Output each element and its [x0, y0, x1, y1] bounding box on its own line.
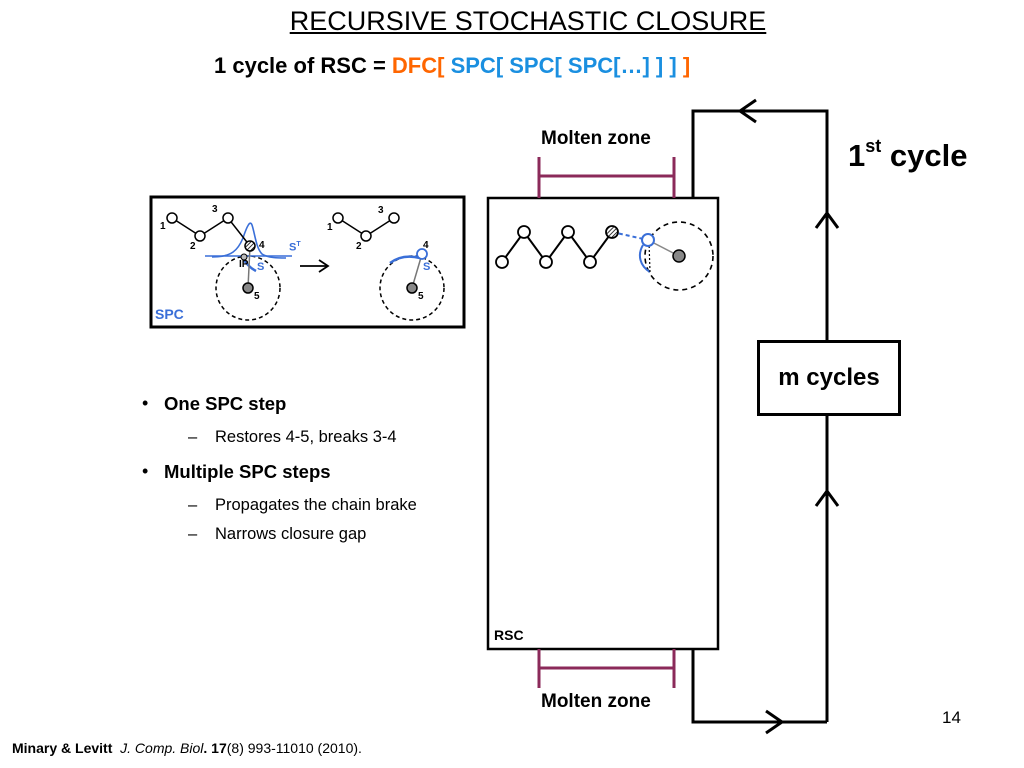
molten-zone-label-top: Molten zone	[541, 128, 651, 149]
atom-4-right	[416, 248, 428, 260]
rsc-panel-frame	[486, 196, 720, 651]
slide-title: RECURSIVE STOCHASTIC CLOSURE	[289, 6, 767, 36]
atom-3-left	[222, 212, 234, 224]
s-arc-right	[389, 255, 421, 265]
label-s-right: S	[423, 261, 431, 273]
citation-authors: Minary & Levitt	[12, 740, 113, 756]
arrowhead-left-top	[737, 98, 757, 124]
spc-panel-frame	[149, 195, 466, 329]
formula-prefix: 1 cycle of RSC =	[214, 53, 392, 78]
rsc-atom	[583, 255, 597, 269]
label-st: ST	[289, 241, 301, 254]
label-atom-5-left: 5	[254, 291, 260, 302]
page-number: 14	[942, 708, 961, 727]
formula-close: ]	[676, 53, 691, 78]
rsc-atom-grey	[672, 249, 686, 263]
citation-volume: 17	[211, 740, 227, 756]
sub-bullet-text: Propagates the chain brake	[215, 496, 417, 514]
sub-bullet-text: Narrows closure gap	[215, 525, 367, 543]
bond-4-5-left	[247, 245, 251, 289]
sub-bullet-dash: –	[188, 496, 198, 514]
formula-spc: SPC[ SPC[ SPC[…] ] ]	[444, 53, 677, 78]
atom-1-left	[166, 212, 178, 224]
bullet-dot: •	[142, 461, 149, 481]
citation-journal: J. Comp. Biol	[120, 740, 204, 756]
arrowhead-up-lower	[814, 488, 840, 507]
cycle-suffix: cycle	[881, 138, 968, 173]
rsc-atom	[495, 255, 509, 269]
rsc-chain	[495, 221, 714, 291]
molten-zone-label-bottom: Molten zone	[541, 691, 651, 712]
atom-1-right	[332, 212, 344, 224]
rsc-atom	[539, 255, 553, 269]
atom-4-left	[244, 240, 256, 252]
arrowhead-right-bottom	[765, 709, 785, 735]
bullet-dot: •	[142, 393, 149, 413]
label-ip: IP	[239, 259, 249, 270]
gaussian-curve	[211, 222, 287, 259]
sub-bullet-dash: –	[188, 525, 198, 543]
sub-bullet-dash: –	[188, 428, 198, 446]
arrowhead-up-upper	[814, 210, 840, 229]
spc-panel-label: SPC	[155, 306, 184, 322]
label-s-left: S	[257, 261, 265, 273]
label-atom-1-left: 1	[160, 221, 166, 232]
ip-atom	[240, 253, 248, 261]
rsc-atom-hatched	[605, 225, 619, 239]
bullet-text: Multiple SPC steps	[164, 461, 331, 482]
atom-5-right	[406, 282, 418, 294]
atom-3-right	[388, 212, 400, 224]
first-cycle-label: 1st cycle	[848, 136, 967, 174]
label-atom-4-right: 4	[423, 240, 429, 251]
sub-bullet-text: Restores 4-5, breaks 3-4	[215, 428, 397, 446]
label-atom-4-left: 4	[259, 240, 265, 251]
atom-2-right	[360, 230, 372, 242]
label-atom-3-right: 3	[378, 205, 384, 216]
label-st-sup: T	[296, 241, 301, 248]
label-atom-3-left: 3	[212, 204, 218, 215]
cycle-arrowheads	[737, 98, 840, 735]
rsc-blue-arc	[638, 244, 651, 273]
rsc-atom	[561, 225, 575, 239]
molten-zone-bracket-bottom	[537, 649, 676, 688]
m-cycles-label: m cycles	[778, 364, 880, 391]
formula-dfc: DFC[	[391, 53, 445, 78]
spc-right-illustration	[332, 212, 445, 321]
label-atom-2-right: 2	[356, 241, 362, 252]
rsc-dotted-line	[648, 241, 651, 273]
bond-4-5-right	[411, 253, 423, 289]
m-cycles-box: m cycles	[757, 340, 901, 416]
cycle-prefix: 1	[848, 138, 866, 173]
arrow-right	[300, 259, 330, 273]
chain-left	[171, 217, 251, 247]
label-atom-2-left: 2	[190, 241, 196, 252]
bullet-text: One SPC step	[164, 393, 287, 414]
label-atom-5-right: 5	[418, 291, 424, 302]
molten-zone-bracket-top	[537, 157, 676, 198]
label-st-s: S	[289, 241, 297, 254]
cycle-sup: st	[865, 136, 882, 156]
rsc-atom	[517, 225, 531, 239]
dashed-circle-rsc	[644, 221, 714, 291]
rsc-panel-label: RSC	[494, 627, 524, 643]
rsc-atom-blue	[641, 233, 655, 247]
atom-2-left	[194, 230, 206, 242]
rsc-formula: 1 cycle of RSC = DFC[ SPC[ SPC[ SPC[…] ]…	[214, 53, 690, 79]
label-atom-1-right: 1	[327, 222, 333, 233]
citation-issue: (8) 993-11010 (2010).	[226, 740, 362, 756]
atom-5-left	[242, 282, 254, 294]
citation: Minary & Levitt J. Comp. Biol. 17(8) 993…	[12, 740, 362, 756]
spc-left-illustration	[166, 212, 292, 321]
